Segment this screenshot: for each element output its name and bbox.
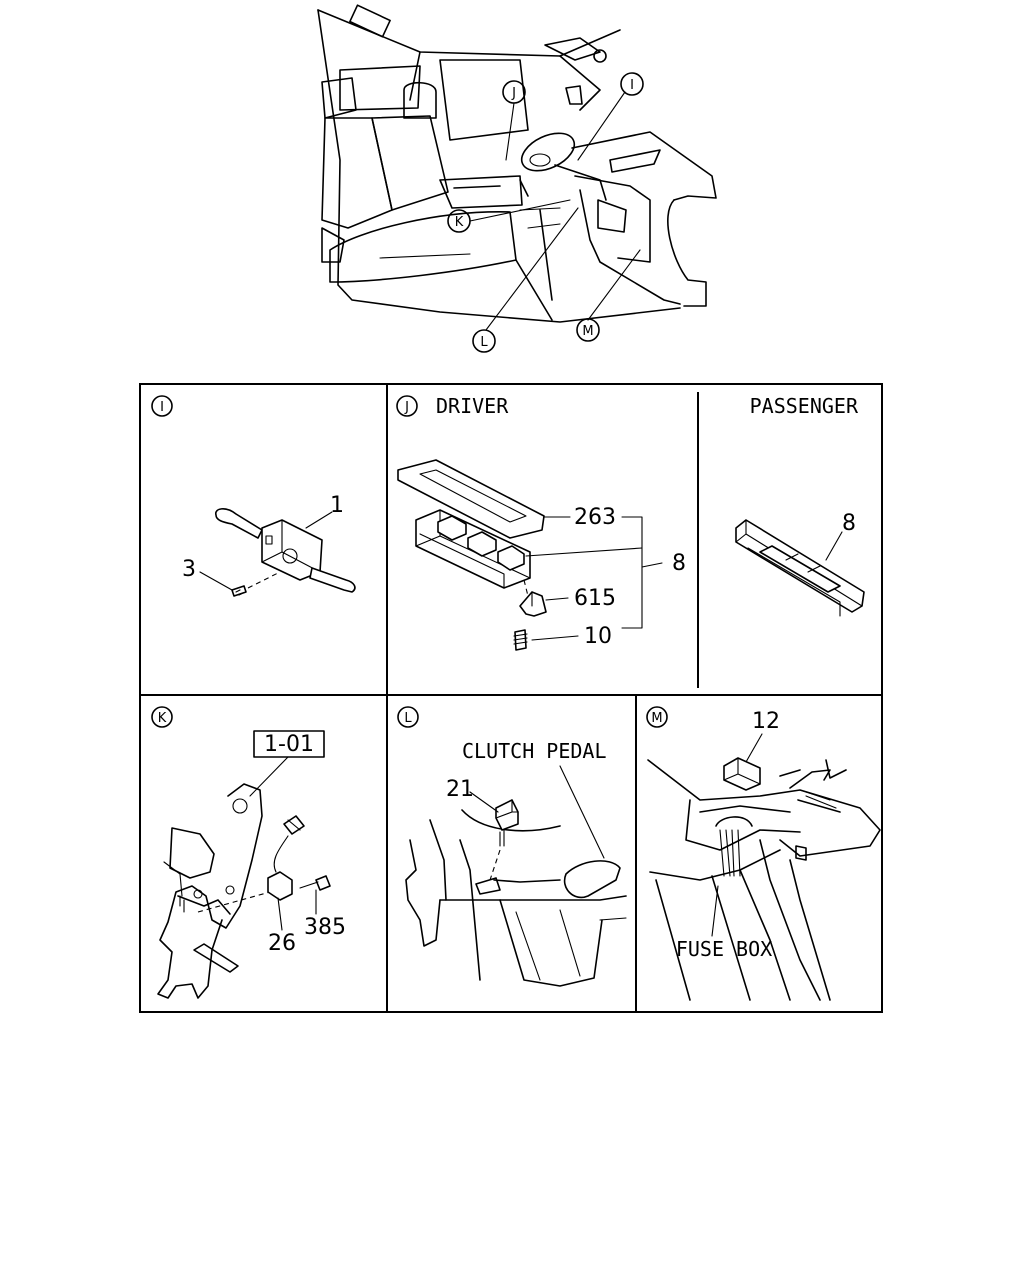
svg-text:K: K bbox=[158, 711, 167, 726]
part-615-label: 615 bbox=[574, 586, 616, 611]
callout-j: J bbox=[502, 80, 526, 104]
panel-grid bbox=[139, 383, 883, 1013]
part-1-label: 1 bbox=[330, 493, 344, 518]
svg-text:I: I bbox=[160, 400, 164, 415]
driver-switch-assembly bbox=[415, 509, 531, 589]
panel-m: M 12 FUSE BOX bbox=[646, 706, 881, 1001]
part-385-label: 385 bbox=[304, 915, 346, 940]
pedal-area bbox=[405, 809, 627, 987]
callout-m: M bbox=[576, 318, 600, 342]
panel-i-callout: I bbox=[151, 395, 173, 417]
cab-interior-overview: J I K L M bbox=[317, 4, 717, 353]
fuse-box-label: FUSE BOX bbox=[676, 937, 772, 961]
clutch-pedal-label: CLUTCH PEDAL bbox=[462, 739, 607, 763]
sensor-with-connector bbox=[267, 815, 331, 901]
passenger-label: PASSENGER bbox=[750, 394, 859, 418]
passenger-switch bbox=[735, 519, 865, 617]
panel-l-callout: L bbox=[397, 706, 419, 728]
panel-l: L CLUTCH PEDAL 21 bbox=[397, 706, 627, 987]
part-3-label: 3 bbox=[182, 557, 196, 582]
part-12-label: 12 bbox=[752, 709, 780, 734]
driver-switch-bolt bbox=[513, 629, 528, 651]
combination-switch bbox=[215, 508, 356, 597]
svg-text:1-01: 1-01 bbox=[264, 732, 314, 757]
svg-text:I: I bbox=[630, 78, 634, 93]
panel-j: J DRIVER PASSENGER bbox=[396, 394, 865, 651]
driver-switch-bezel bbox=[397, 459, 545, 539]
part-26-label: 26 bbox=[268, 931, 296, 956]
clutch-switch bbox=[489, 799, 519, 881]
part-8-driver-label: 8 bbox=[672, 551, 686, 576]
callout-k: K bbox=[447, 209, 471, 233]
panel-m-callout: M bbox=[646, 706, 668, 728]
panel-k: K 1-01 26 385 bbox=[151, 706, 346, 999]
svg-text:M: M bbox=[582, 324, 593, 339]
part-21-label: 21 bbox=[446, 777, 474, 802]
callout-l: L bbox=[472, 329, 496, 353]
svg-text:L: L bbox=[480, 335, 488, 350]
panel-k-callout: K bbox=[151, 706, 173, 728]
svg-text:J: J bbox=[404, 400, 409, 415]
callout-i: I bbox=[620, 72, 644, 96]
fuse-box-area bbox=[647, 759, 881, 1001]
svg-text:M: M bbox=[651, 711, 662, 726]
svg-text:J: J bbox=[511, 86, 516, 101]
mounting-bracket bbox=[157, 783, 271, 999]
reference-box: 1-01 bbox=[253, 730, 325, 758]
part-263-label: 263 bbox=[574, 505, 616, 530]
relay bbox=[723, 757, 761, 791]
part-10-label: 10 bbox=[584, 624, 612, 649]
svg-text:K: K bbox=[455, 215, 464, 230]
driver-label: DRIVER bbox=[436, 394, 509, 418]
part-8-passenger-label: 8 bbox=[842, 511, 856, 536]
svg-text:L: L bbox=[404, 711, 412, 726]
driver-switch-clip bbox=[519, 579, 547, 617]
panel-i: I 1 3 bbox=[151, 395, 356, 597]
panel-j-callout: J bbox=[396, 395, 418, 417]
